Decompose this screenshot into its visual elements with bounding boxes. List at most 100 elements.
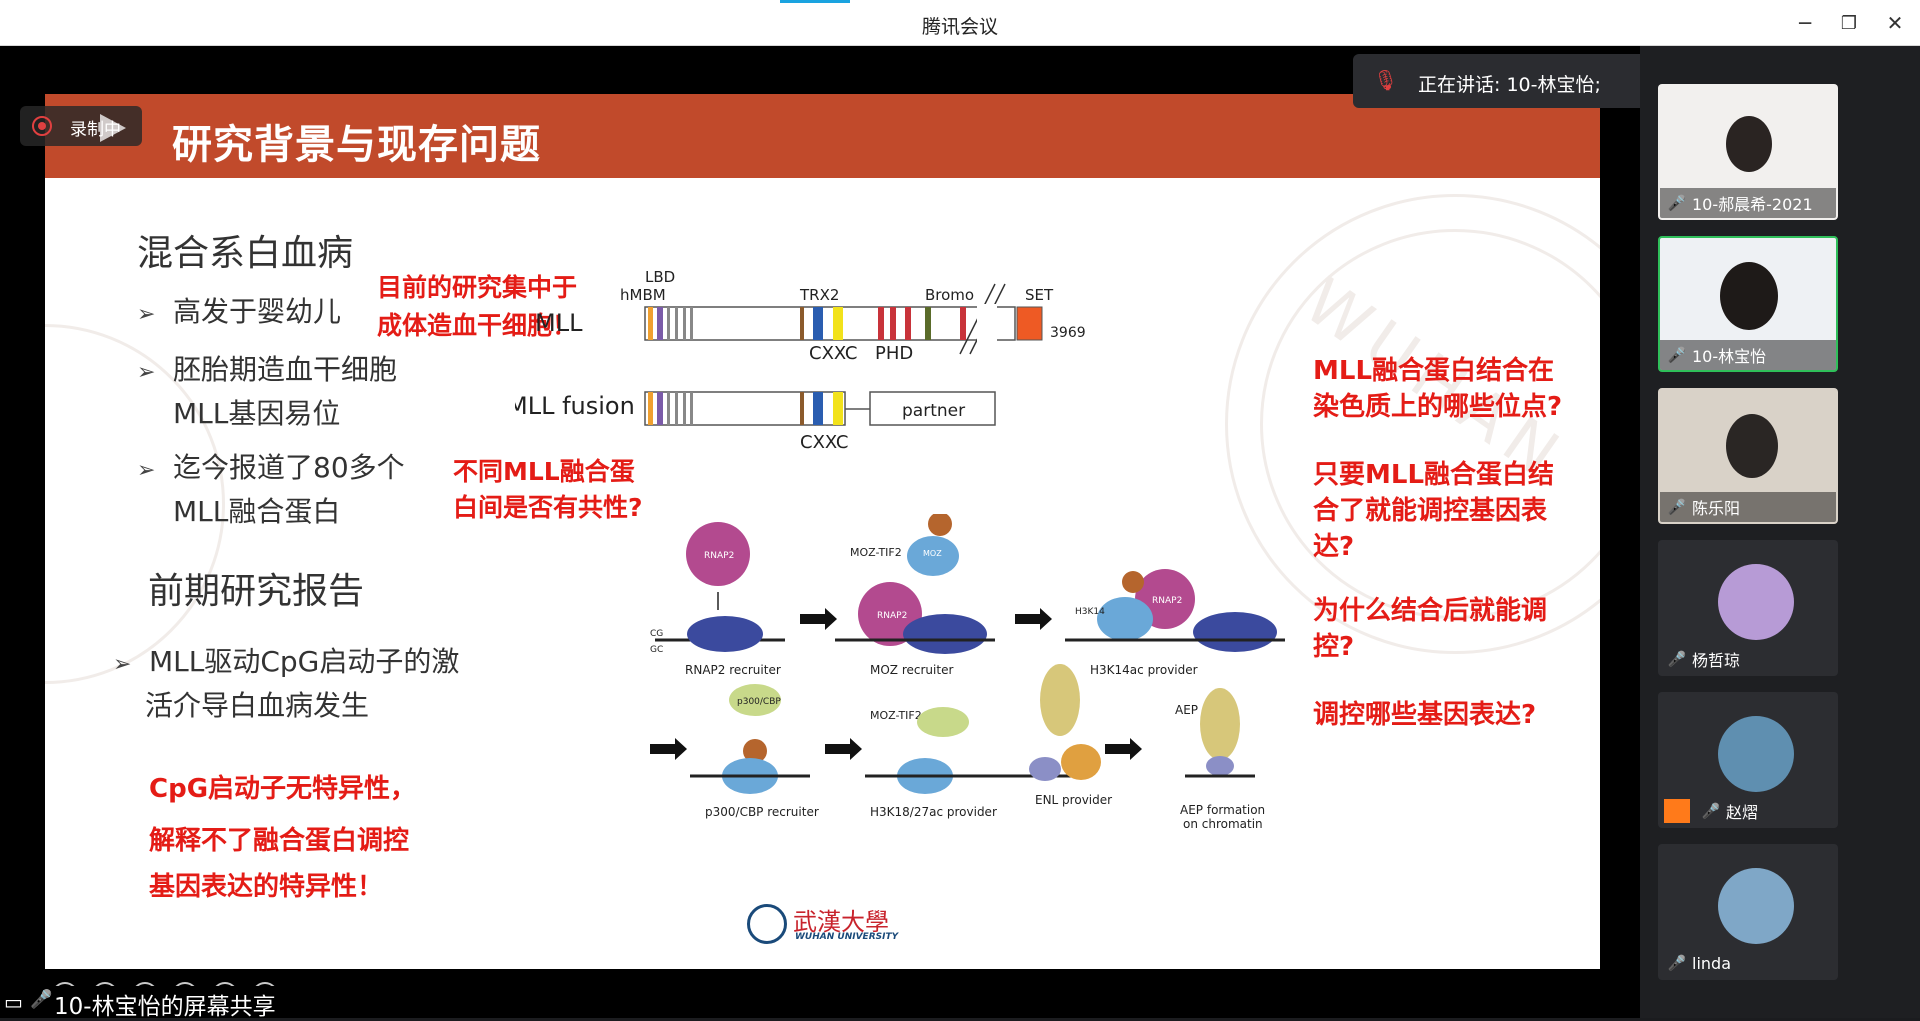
- participant-video-1: [1726, 116, 1772, 172]
- enl-circle-2: [1206, 756, 1234, 776]
- fmark-5: [683, 392, 686, 425]
- bullet-4-cont: 活介导白血病发生: [145, 689, 370, 722]
- question-3a: 为什么结合后就能调: [1313, 596, 1548, 626]
- arrow-right-5: [1105, 738, 1142, 760]
- mark-14: [960, 307, 966, 340]
- participant-avatar-5: [1718, 716, 1794, 792]
- participant-tile-1[interactable]: 🎤10-郝晨希-2021: [1658, 84, 1838, 220]
- muted-mic-icon: 🎤: [1667, 954, 1687, 972]
- mark-6: [690, 307, 693, 340]
- moz-brpf-2: [1097, 597, 1153, 641]
- arrow-right-4: [825, 738, 862, 760]
- minimize-icon: ─: [1798, 11, 1812, 35]
- label-lbd: LBD: [645, 268, 675, 286]
- participant-namebar-3: 🎤 陈乐阳: [1660, 492, 1836, 522]
- restore-button[interactable]: ❐: [1834, 8, 1864, 38]
- restore-icon: ❐: [1840, 12, 1858, 34]
- participant-tile-2[interactable]: 🎤10-林宝怡: [1658, 236, 1838, 372]
- bullet-4-text: MLL驱动CpG启动子的激: [149, 645, 460, 678]
- bullet-3: ➢迄今报道了80多个: [137, 446, 405, 486]
- participant-tile-5[interactable]: 🎤赵熠: [1658, 692, 1838, 828]
- fmark-2: [657, 392, 663, 425]
- red-note-2b: 白间是否有共性?: [453, 493, 643, 522]
- aep-complex-1: [1040, 664, 1080, 736]
- partner-box: [869, 391, 996, 426]
- window-titlebar: 腾讯会议 ─ ❐ ✕: [0, 0, 1920, 46]
- gc-1: GC: [650, 645, 663, 655]
- mark-5: [683, 307, 686, 340]
- participant-namebar-6: 🎤 linda: [1660, 948, 1836, 978]
- slide-title: 研究背景与现存问题: [172, 122, 541, 168]
- logo-text-en: WUHAN UNIVERSITY: [795, 932, 899, 942]
- bullet-2-cont: MLL基因易位: [173, 397, 341, 430]
- mark-3: [667, 307, 670, 340]
- arrow-bullet-icon: ➢: [137, 302, 156, 327]
- p300-label-1: p300/CBP: [737, 697, 781, 707]
- fmark-3: [667, 392, 670, 425]
- rnap2-circle: [686, 522, 750, 586]
- participant-namebar-5: 🎤赵熠: [1660, 796, 1836, 826]
- rnap2-label-3: RNAP2: [1152, 596, 1182, 606]
- moz-tif2-label-2: MOZ-TIF2: [870, 709, 922, 722]
- close-button[interactable]: ✕: [1880, 8, 1910, 38]
- participant-namebar-1: 🎤10-郝晨希-2021: [1660, 188, 1836, 218]
- bullet-1: ➢ 高发于婴幼儿: [137, 290, 341, 330]
- mark-7: [800, 307, 804, 340]
- slide: WUHAN 研究背景与现存问题 混合系白血病 ➢高发于婴幼儿 ➢胚胎期造血干细胞…: [45, 94, 1600, 969]
- cg-1: CG: [650, 629, 663, 639]
- red-note-1a: 目前的研究集中于: [377, 273, 578, 302]
- arrow-bullet-icon: ➢: [137, 360, 156, 385]
- label-hmbm: hMBM: [620, 286, 666, 304]
- moz-brpf-1: [907, 536, 959, 576]
- university-seal-icon: [747, 904, 787, 944]
- participant-video-3: [1726, 414, 1778, 478]
- participant-tile-6[interactable]: 🎤 linda: [1658, 844, 1838, 980]
- muted-mic-icon: 🎙: [1373, 68, 1399, 92]
- menin-mll-complex-3: [1193, 612, 1277, 652]
- titlebar-accent: [780, 0, 850, 3]
- question-2c: 达?: [1313, 532, 1355, 562]
- red-note-1b: 成体造血干细胞！: [377, 311, 578, 340]
- fmark-1: [648, 392, 653, 425]
- bullet-4: ➢MLL驱动CpG启动子的激: [113, 640, 459, 680]
- caption-enl-provider: ENL provider: [1035, 793, 1112, 807]
- bromo-domain: [925, 307, 931, 340]
- bullet-3-cont: MLL融合蛋白: [173, 495, 341, 528]
- section-heading-2: 前期研究报告: [148, 571, 365, 612]
- section-heading-1: 混合系白血病: [137, 233, 354, 274]
- watermark-seal-inner: [1260, 229, 1600, 619]
- shared-screen: WUHAN 研究背景与现存问题 混合系白血病 ➢高发于婴幼儿 ➢胚胎期造血干细胞…: [0, 46, 1640, 1018]
- participant-tile-3[interactable]: 🎤 陈乐阳: [1658, 388, 1838, 524]
- window-title: 腾讯会议: [921, 16, 998, 38]
- recording-indicator[interactable]: 录制中: [20, 106, 142, 146]
- aep-complex-2: [1200, 688, 1240, 760]
- label-cxxc-fusion: CXXC: [800, 432, 849, 453]
- question-1b: 染色质上的哪些位点?: [1313, 392, 1563, 422]
- bullet-1-text: 高发于婴幼儿: [173, 295, 342, 328]
- cxxc-domain: [813, 307, 823, 340]
- label-length: 3969: [1050, 325, 1086, 341]
- participant-namebar-4: 🎤杨哲琼: [1660, 644, 1836, 674]
- fusion-bar: [644, 391, 846, 426]
- arrow-right-3: [650, 738, 687, 760]
- participant-avatar-4: [1718, 564, 1794, 640]
- speaking-label: 正在讲话: 10-林宝怡;: [1418, 74, 1601, 96]
- mark-4: [675, 307, 678, 340]
- tif2-circle-3: [743, 739, 767, 763]
- label-cxxc: CXXC: [809, 343, 858, 364]
- muted-mic-icon: 🎤: [1667, 498, 1687, 516]
- muted-mic-icon: 🎤: [1701, 802, 1721, 820]
- participant-namebar-2: 🎤10-林宝怡: [1660, 340, 1836, 370]
- mark-1: [648, 307, 653, 340]
- enl-circle-1: [1029, 757, 1061, 781]
- participant-name-6: linda: [1692, 953, 1731, 973]
- question-2a: 只要MLL融合蛋白结: [1313, 460, 1555, 490]
- mic-icon: 🎤: [30, 989, 53, 1010]
- label-mll: MLL: [535, 309, 583, 337]
- tif2-circle: [928, 514, 952, 536]
- participant-tile-4[interactable]: 🎤杨哲琼: [1658, 540, 1838, 676]
- participants-sidebar: 🎤10-郝晨希-2021 🎤10-林宝怡 🎤陈乐阳 🎤杨哲琼 🎤赵熠 🎤lind…: [1640, 46, 1920, 1018]
- participant-name-3: 陈乐阳: [1692, 499, 1741, 518]
- minimize-button[interactable]: ─: [1790, 8, 1820, 38]
- participant-name-2: 10-林宝怡: [1692, 347, 1767, 366]
